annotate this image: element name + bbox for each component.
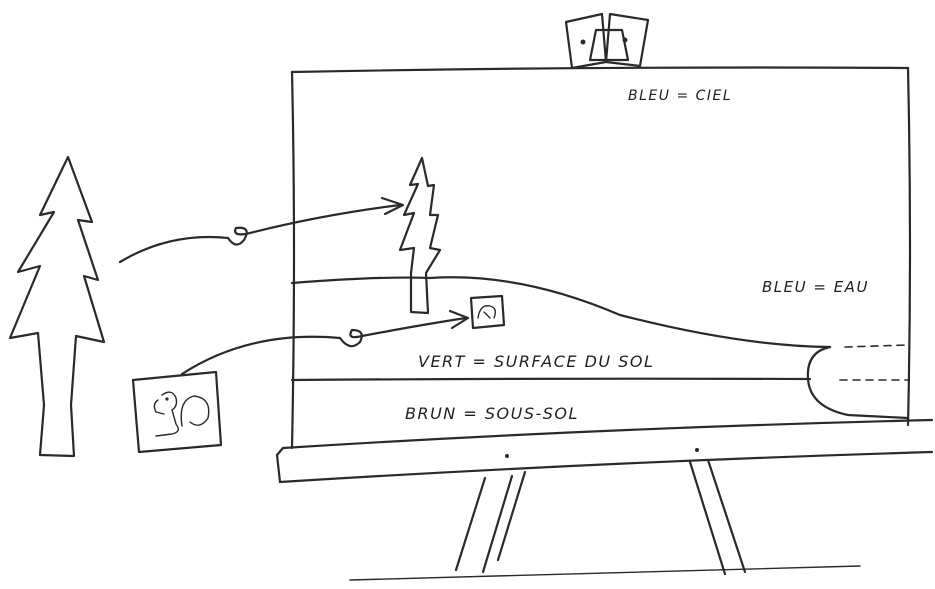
label-subsoil: BRUN = SOUS-SOL [405, 404, 579, 423]
layer-lines [292, 277, 908, 418]
arrow-tree[interactable] [120, 198, 403, 262]
easel-clamp [566, 14, 648, 68]
label-ground-surface: VERT = SURFACE DU SOL [418, 352, 654, 371]
easel-legs [350, 460, 860, 580]
squirrel-card-icon [133, 372, 221, 452]
small-tree-icon [400, 158, 440, 313]
label-sky: BLEU = CIEL [628, 88, 732, 104]
board [292, 68, 910, 449]
small-squirrel-card-icon [471, 296, 504, 328]
easel-tray [277, 420, 932, 482]
label-water: BLEU = EAU [762, 278, 869, 296]
tree-icon [10, 157, 104, 456]
